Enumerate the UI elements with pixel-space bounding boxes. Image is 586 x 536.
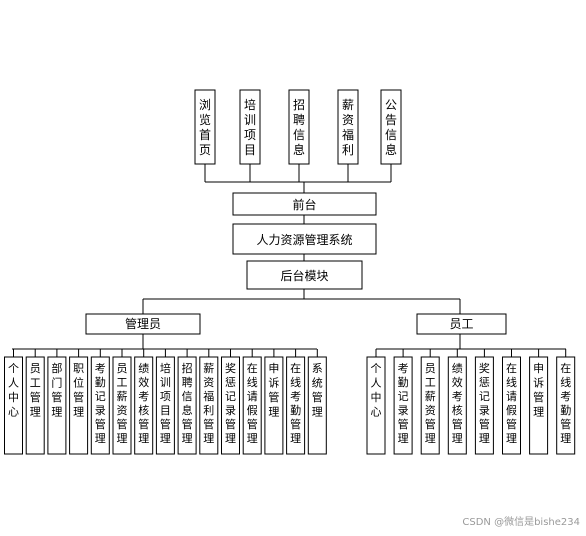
admin-module-label: 奖惩记录管理 xyxy=(225,361,236,445)
admin-role-label: 管理员 xyxy=(125,316,161,331)
employee-module-box xyxy=(502,356,521,455)
employee-module-label: 在线请假管理 xyxy=(506,362,517,445)
admin-module-box xyxy=(242,356,262,455)
back-module-box xyxy=(246,260,363,290)
admin-module-label: 部门管理 xyxy=(51,361,62,419)
admin-module-label: 在线请假管理 xyxy=(247,362,258,445)
admin-module-box xyxy=(112,356,132,455)
watermark: CSDN @微信是bishe234 xyxy=(462,517,580,528)
front-connectors xyxy=(204,164,392,193)
employee-module-group: 个人中心 考勤记录管理 员工薪资管理 绩效考核管理 奖惩记录管理 在线请假管理 申诉管理 在线… xyxy=(366,349,576,455)
employee-module-box xyxy=(420,356,440,455)
front-module-label: 培训项目 xyxy=(244,97,256,157)
employee-module-label: 个人中心 xyxy=(371,362,382,419)
admin-module-label: 薪资福利管理 xyxy=(203,362,214,445)
employee-module-box xyxy=(447,356,467,455)
admin-module-label: 考勤记录管理 xyxy=(95,362,106,445)
admin-module-box xyxy=(221,356,240,455)
admin-module-box xyxy=(90,356,110,455)
admin-module-label: 招聘信息管理 xyxy=(182,361,193,445)
admin-module-box xyxy=(47,356,67,455)
admin-module-box xyxy=(177,356,197,455)
front-module-group: 浏览首页 培训项目 招聘信息 薪资福利 公告信息 xyxy=(194,89,402,165)
employee-module-box xyxy=(474,356,494,455)
employee-module-box xyxy=(556,356,576,455)
employee-module-box xyxy=(366,356,386,455)
employee-module-box xyxy=(393,356,413,455)
employee-module-label: 奖惩记录管理 xyxy=(479,361,490,445)
admin-module-label: 员工管理 xyxy=(30,362,41,419)
front-module-label: 招聘信息 xyxy=(293,98,305,157)
admin-module-box xyxy=(199,356,219,455)
admin-module-box xyxy=(25,356,45,455)
employee-module-label: 考勤记录管理 xyxy=(398,362,409,445)
employee-module-label: 员工薪资管理 xyxy=(425,362,436,445)
admin-module-group: 个人中心员工管理部门管理职位管理考勤记录管理员工薪资管理绩效考核管理培训项目管理… xyxy=(4,349,327,455)
admin-module-label: 系统管理 xyxy=(312,362,323,419)
admin-module-box xyxy=(264,356,284,455)
front-module-label: 浏览首页 xyxy=(199,98,211,157)
employee-role-box xyxy=(416,313,507,335)
admin-module-label: 在线考勤管理 xyxy=(290,362,301,445)
employee-module-label: 绩效考核管理 xyxy=(452,362,463,445)
admin-module-box xyxy=(155,356,175,455)
front-label: 前台 xyxy=(292,197,316,212)
admin-module-box xyxy=(4,356,23,455)
admin-module-box xyxy=(286,356,306,455)
admin-module-box xyxy=(307,356,327,455)
admin-module-label: 绩效考核管理 xyxy=(138,362,149,445)
front-module-label: 公告信息 xyxy=(385,98,397,157)
employee-module-label: 在线考勤管理 xyxy=(560,362,571,445)
back-module-label: 后台模块 xyxy=(280,268,328,283)
admin-module-label: 职位管理 xyxy=(73,362,84,419)
employee-module-box xyxy=(529,356,549,455)
admin-module-label: 申诉管理 xyxy=(268,362,279,419)
front-module-label: 薪资福利 xyxy=(342,98,354,157)
employee-module-label: 申诉管理 xyxy=(533,362,544,419)
admin-module-label: 培训项目管理 xyxy=(160,361,171,445)
system-title: 人力资源管理系统 xyxy=(256,232,352,247)
admin-module-box xyxy=(134,356,154,455)
admin-module-label: 个人中心 xyxy=(8,362,19,419)
employee-role-label: 员工 xyxy=(449,317,473,331)
admin-module-label: 员工薪资管理 xyxy=(117,362,128,445)
admin-module-box xyxy=(69,356,89,455)
system-box xyxy=(232,223,377,255)
